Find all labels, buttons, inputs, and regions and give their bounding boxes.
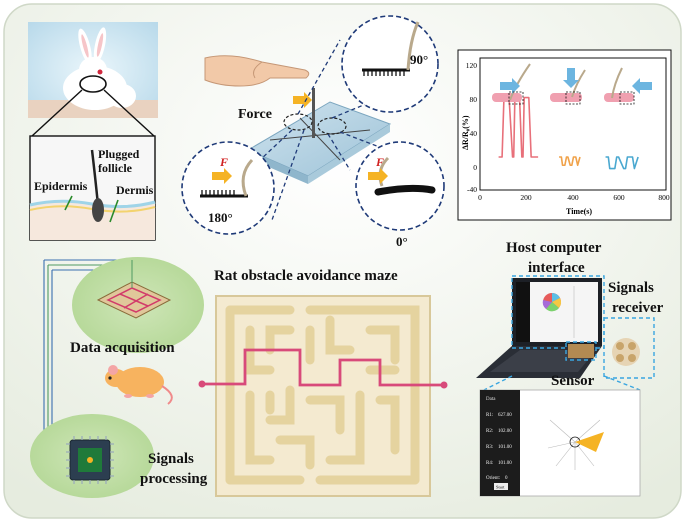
chart-state-icons [492, 63, 652, 105]
ui-row-value: 102.00 [498, 429, 512, 434]
ytick-80: 80 [470, 95, 478, 104]
label-dermis: Dermis [116, 183, 154, 197]
ui-header: Data [486, 397, 496, 402]
ui-row-label: R1: [486, 413, 493, 418]
laptop [476, 275, 605, 378]
signals-receiver-device [565, 317, 655, 379]
ui-row-value: 627.00 [498, 413, 512, 418]
response-chart: ΔR/R₀(%) Time(s) 120 80 40 0 -40 0 200 4… [457, 49, 672, 221]
ui-row-label: R4: [486, 461, 493, 466]
ui-row-value: 101.00 [498, 445, 512, 450]
xtick-600: 600 [613, 193, 625, 202]
label-follicle: follicle [98, 161, 133, 175]
ytick-0: 0 [473, 163, 477, 172]
label-plugged: Plugged [98, 147, 140, 161]
receiver-label-line2: receiver [612, 300, 664, 316]
rabbit-photo [28, 22, 158, 118]
xtick-0: 0 [478, 193, 482, 202]
label-signals: Signals [148, 451, 194, 467]
f-symbol-0: F [375, 155, 384, 169]
xtick-200: 200 [520, 193, 532, 202]
ui-start-label: Start [496, 485, 505, 490]
zoom-90deg: 90° [341, 15, 439, 113]
label-data-acquisition: Data acquisition [70, 340, 175, 356]
strain-sensor-grid [96, 260, 172, 319]
magnify-circle [79, 75, 107, 93]
angle-90: 90° [410, 52, 428, 67]
sensor-label: Sensor [551, 373, 595, 389]
ui-row-label: R2: [486, 429, 493, 434]
software-ui-panel: Data R1: 627.00 R2: 102.00 R3: 101.00 R4… [479, 389, 641, 497]
chart-ylabel: ΔR/R₀(%) [461, 115, 470, 150]
label-epidermis: Epidermis [34, 179, 88, 193]
xtick-400: 400 [567, 193, 579, 202]
ytick-40: 40 [470, 129, 478, 138]
maze [198, 295, 448, 497]
follicle-diagram: Plugged follicle Epidermis Dermis [29, 135, 156, 241]
ui-start-button[interactable] [494, 483, 508, 490]
zoom-0deg: F 0° [355, 141, 445, 249]
label-processing: processing [140, 471, 208, 487]
ui-row-label: Orient: [486, 476, 500, 481]
force-label: Force [238, 107, 272, 122]
chart-xlabel: Time(s) [566, 207, 592, 216]
ui-row-value: 101.00 [498, 461, 512, 466]
finger-illustration [204, 55, 310, 87]
rat-icon [105, 365, 173, 405]
chart-series-line-3 [605, 156, 639, 170]
receiver-label-line1: Signals [608, 280, 654, 296]
chart-series-line-2 [559, 156, 581, 167]
f-symbol-180: F [219, 155, 228, 169]
ytick-120: 120 [466, 61, 478, 70]
chip-icon [66, 436, 114, 484]
ui-row-label: R3: [486, 445, 493, 450]
zoom-180deg: F 180° [181, 141, 275, 235]
angle-0: 0° [396, 234, 408, 249]
force-arrow [293, 92, 312, 108]
xtick-800: 800 [658, 193, 670, 202]
angle-180: 180° [208, 210, 233, 225]
host-label-line2: interface [528, 260, 585, 276]
ui-row-value: 0 [505, 476, 508, 481]
maze-path [202, 348, 444, 387]
maze-title: Rat obstacle avoidance maze [214, 268, 398, 284]
host-label-line1: Host computer [506, 240, 602, 256]
ytick-neg40: -40 [467, 185, 477, 194]
